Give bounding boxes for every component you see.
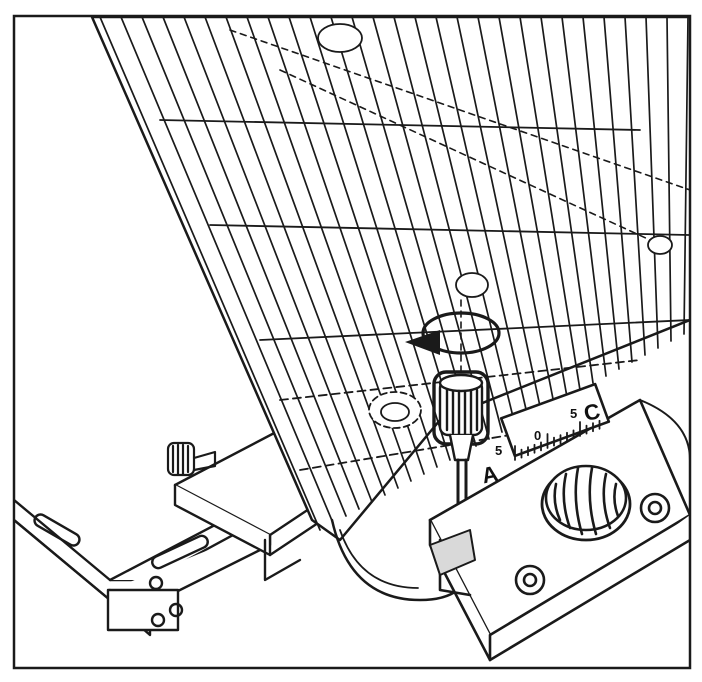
bed-bolts: [317, 23, 673, 429]
needle-line: [697, 17, 702, 327]
needle-line: [141, 17, 347, 517]
needle-line: [393, 17, 503, 433]
bracket-hole: [168, 602, 184, 618]
needle-line: [288, 17, 438, 468]
needle-line: [204, 17, 386, 496]
needle-line: [414, 17, 516, 426]
needle-line: [561, 17, 607, 377]
needle-line: [683, 17, 689, 335]
needle-line: [540, 17, 594, 384]
dial-number-mid: 0: [534, 428, 541, 443]
bracket-thumb-screw: [166, 441, 217, 477]
needle-line: [645, 17, 659, 349]
needle-line: [603, 17, 633, 363]
dial-number-left: 5: [495, 443, 502, 458]
bracket-hole: [150, 612, 166, 628]
dial-number-right: 5: [570, 406, 577, 421]
needle-line: [99, 17, 321, 531]
needle-line: [477, 17, 555, 405]
needle-line: [372, 17, 490, 440]
needle-line: [309, 17, 451, 461]
needle-line: [120, 17, 334, 524]
needle-line: [519, 17, 581, 391]
tension-dial-block: [428, 382, 689, 662]
scale-label-a: A: [479, 461, 500, 489]
rotate-counterclockwise-arrow-icon: [405, 311, 501, 355]
bracket-hole: [148, 575, 164, 591]
scale-label-c: C: [582, 398, 603, 426]
needle-line: [456, 17, 542, 412]
needle-bed: [90, 17, 702, 602]
needle-line: [624, 17, 646, 356]
needle-line: [666, 17, 672, 342]
block-screw: [514, 564, 546, 596]
needle-line: [498, 17, 568, 398]
needle-line: [435, 17, 529, 419]
needle-line: [162, 17, 360, 510]
block-screw: [639, 492, 671, 524]
needle-line: [183, 17, 373, 503]
needle-line: [582, 17, 620, 370]
